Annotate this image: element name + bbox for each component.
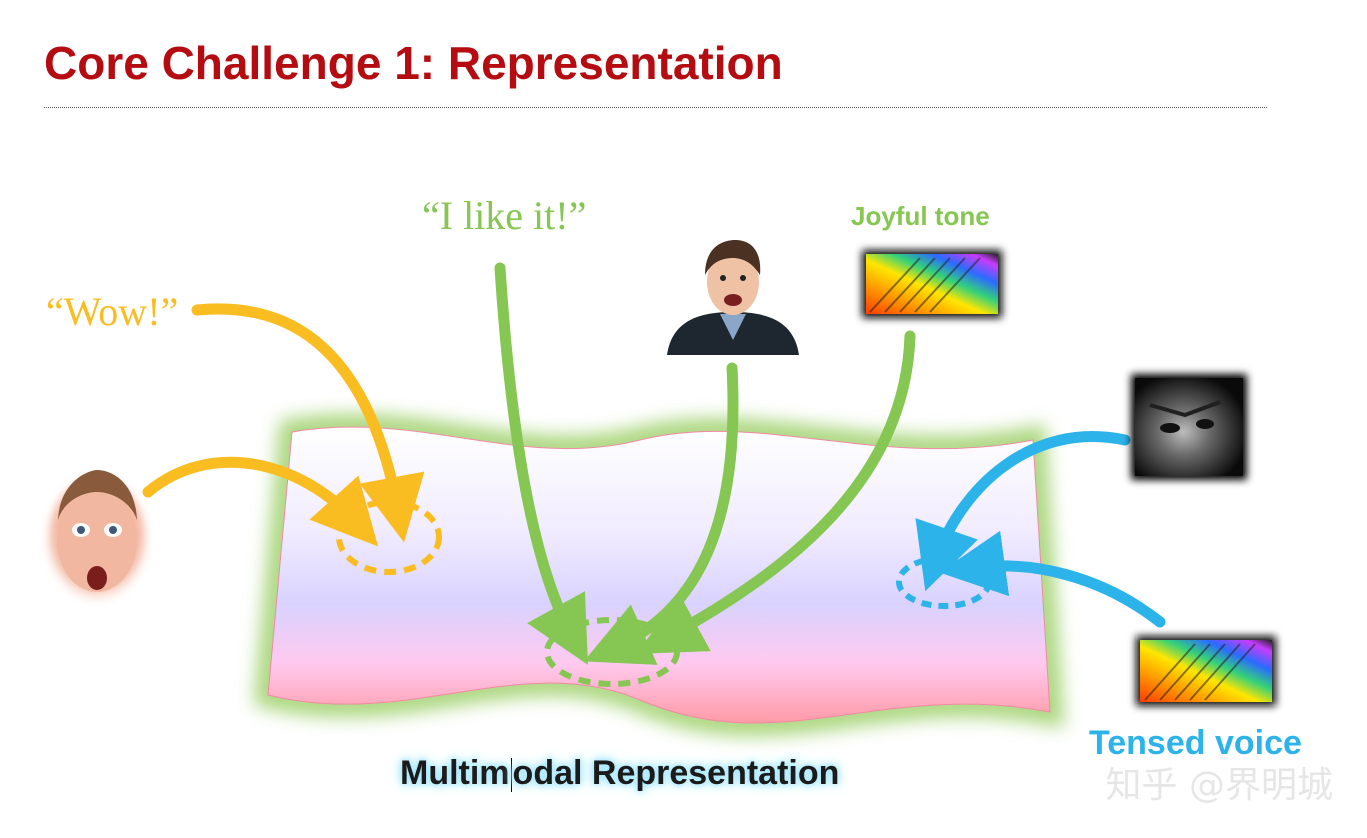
arrow-joyful-to-cluster bbox=[637, 330, 916, 654]
text-cursor bbox=[510, 758, 512, 793]
yellow-arrows bbox=[142, 303, 425, 547]
multimodal-label-part1: Multim bbox=[400, 754, 510, 792]
slide-title: Core Challenge 1: Representation bbox=[44, 37, 783, 89]
joyful-tone-label: Joyful tone bbox=[851, 201, 990, 231]
watermark: 知乎 @界明城 bbox=[1105, 765, 1333, 806]
multimodal-label-part2: odal Representation bbox=[512, 754, 840, 792]
wow-label: “Wow!” bbox=[46, 289, 179, 334]
spectrogram-top bbox=[862, 250, 1002, 318]
surprised-woman-photo bbox=[47, 470, 147, 602]
arrow-face-to-cluster bbox=[142, 456, 379, 547]
spectrogram-bottom bbox=[1136, 636, 1276, 706]
blue-arrows bbox=[915, 431, 1166, 628]
i-like-it-label: “I like it!” bbox=[422, 193, 587, 238]
excited-man-photo bbox=[667, 240, 799, 355]
arrow-like-to-cluster bbox=[494, 262, 588, 665]
arrow-tensed-to-cluster bbox=[939, 530, 1166, 628]
title-divider bbox=[44, 107, 1267, 108]
yellow-cluster-ellipse bbox=[336, 499, 442, 575]
representation-surface bbox=[254, 414, 1065, 736]
multimodal-representation-label: Multimodal Representation bbox=[400, 754, 839, 793]
tensed-voice-label: Tensed voice bbox=[1089, 724, 1302, 762]
green-arrows bbox=[494, 262, 916, 665]
dark-face-photo bbox=[1131, 374, 1247, 480]
arrow-wow-to-cluster bbox=[191, 303, 425, 543]
green-cluster-ellipse bbox=[544, 617, 680, 687]
blue-cluster-ellipse bbox=[896, 555, 992, 609]
